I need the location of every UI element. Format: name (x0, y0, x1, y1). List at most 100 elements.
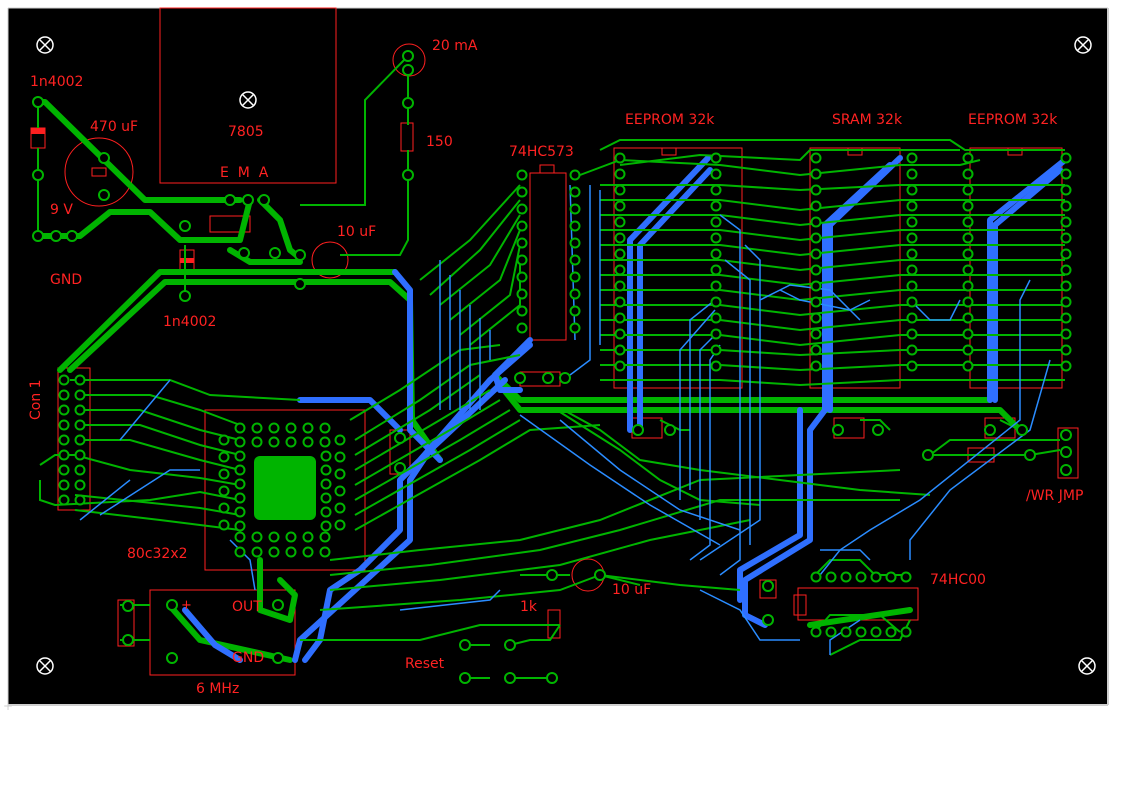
pin-pad (710, 312, 722, 324)
pin-pad (1060, 216, 1072, 228)
pin-pad (320, 478, 332, 490)
pin-pad (516, 237, 528, 249)
pin-pad (710, 344, 722, 356)
pin-pad (320, 464, 332, 476)
led-label: 20 mA (432, 38, 478, 54)
pin-pad (885, 571, 897, 583)
pin-pad (1060, 152, 1072, 164)
pin-pad (58, 389, 70, 401)
pin-pad (825, 626, 837, 638)
mounting-holes (36, 36, 1096, 675)
regulator-pins-label: E M A (220, 165, 269, 181)
cap-polarity-mark (91, 167, 107, 177)
pin-pad (334, 485, 346, 497)
pin-pad (885, 626, 897, 638)
pin-pad (218, 519, 230, 531)
ic-notch (539, 164, 555, 174)
pin-pad (234, 436, 246, 448)
pin-pad (906, 264, 918, 276)
pin-pad (810, 571, 822, 583)
pin-pad (906, 184, 918, 196)
connector-label: Con 1 (28, 379, 44, 420)
pin-pad (710, 168, 722, 180)
pin-pad (1060, 184, 1072, 196)
pin-pad (1060, 264, 1072, 276)
pin-pad (810, 152, 822, 164)
pin-pad (58, 449, 70, 461)
pin-pad (906, 344, 918, 356)
pin-pad (962, 296, 974, 308)
sram-label: SRAM 32k (832, 112, 903, 128)
pin-pad (218, 451, 230, 463)
res-small-outline (117, 599, 135, 647)
pin-pad (320, 450, 332, 462)
resistor-150-label: 150 (426, 134, 453, 150)
pin-pad (74, 479, 86, 491)
pin-pad (218, 434, 230, 446)
pin-pad (906, 328, 918, 340)
capacitor-10uf-label: 10 uF (337, 224, 376, 240)
pin-pad (962, 280, 974, 292)
osc-gnd-label: GND (232, 650, 264, 666)
eeprom1-label: EEPROM 32k (625, 112, 715, 128)
pin-pad (825, 571, 837, 583)
pin-pad (614, 184, 626, 196)
pin-pad (810, 280, 822, 292)
pin-pad (614, 296, 626, 308)
eeprom2-label: EEPROM 32k (968, 112, 1058, 128)
pin-pad (906, 280, 918, 292)
ic-notch (847, 147, 863, 156)
pin-pad (234, 520, 246, 532)
mounting-hole-icon (1078, 657, 1096, 675)
pin-pad (810, 360, 822, 372)
pin-pad (855, 626, 867, 638)
pin-pad (285, 546, 297, 558)
pin-pad (614, 200, 626, 212)
nand-label: 74HC00 (930, 572, 986, 588)
osc-outline (149, 589, 296, 676)
pin-pad (870, 571, 882, 583)
pin-pad (569, 237, 581, 249)
pin-pad (614, 312, 626, 324)
pin-pad (840, 571, 852, 583)
signal-traces-top (37, 55, 1065, 679)
pin-pad (614, 216, 626, 228)
mcu-outline (204, 409, 366, 571)
pin-pad (268, 436, 280, 448)
mounting-hole-icon (1074, 36, 1092, 54)
pin-pad (268, 531, 280, 543)
pin-pad (710, 264, 722, 276)
pin-pad (962, 168, 974, 180)
pin-pad (962, 152, 974, 164)
pin-pad (1060, 200, 1072, 212)
pin-pad (810, 216, 822, 228)
pin-pad (1060, 232, 1072, 244)
ic-notch (661, 147, 677, 156)
pin-pad (906, 168, 918, 180)
pin-pad (234, 531, 246, 543)
pin-pad (1060, 280, 1072, 292)
mounting-hole-icon (239, 91, 257, 109)
pin-pad (810, 264, 822, 276)
polarity-plus-label: + (181, 598, 192, 613)
pin-pad (710, 296, 722, 308)
pin-pad (218, 502, 230, 514)
pin-pad (962, 200, 974, 212)
pin-pad (516, 271, 528, 283)
pin-pad (516, 305, 528, 317)
pin-pad (74, 374, 86, 386)
eeprom1-outline (613, 147, 743, 389)
pin-pad (285, 422, 297, 434)
pin-pad (569, 220, 581, 232)
pin-pad (74, 494, 86, 506)
pin-pad (710, 328, 722, 340)
pin-pad (906, 248, 918, 260)
mcu-label: 80c32x2 (127, 546, 188, 562)
diode1-band (31, 128, 45, 134)
pin-pad (569, 186, 581, 198)
pin-pad (614, 280, 626, 292)
pin-pad (319, 531, 331, 543)
pin-pad (962, 216, 974, 228)
pin-pad (58, 419, 70, 431)
pin-pad (569, 305, 581, 317)
